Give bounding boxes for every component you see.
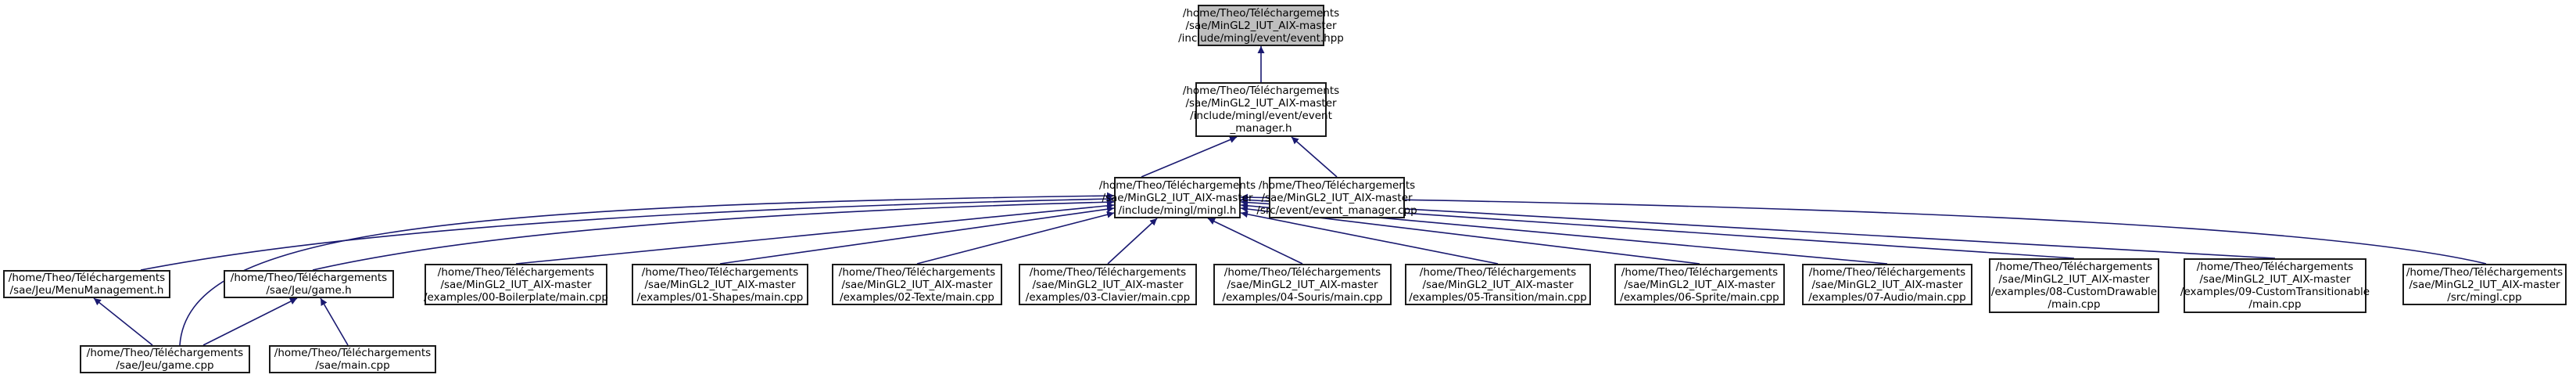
node-src-mingl[interactable]: /home/Theo/Téléchargements/sae/MinGL2_IU… — [2402, 264, 2567, 305]
edge-mingl-h-to-event-manager-h — [1141, 136, 1238, 178]
node-label-line: /home/Theo/Téléchargements — [1621, 265, 1779, 279]
node-ex02[interactable]: /home/Theo/Téléchargements/sae/MinGL2_IU… — [832, 264, 1002, 305]
edge-ex09-to-mingl-h — [1240, 196, 2276, 259]
node-ex08[interactable]: /home/Theo/Téléchargements/sae/MinGL2_IU… — [1989, 258, 2159, 313]
edge-menu-mgmt-h-to-mingl-h — [140, 195, 1115, 271]
node-label-line: /sae/main.cpp — [315, 359, 390, 372]
node-ex05[interactable]: /home/Theo/Téléchargements/sae/MinGL2_IU… — [1405, 264, 1591, 305]
node-ex00[interactable]: /home/Theo/Téléchargements/sae/MinGL2_IU… — [424, 264, 609, 305]
node-label-line: /include/mingl/mingl.h — [1118, 204, 1237, 217]
edge-game-h-to-mingl-h — [312, 198, 1115, 271]
node-main-cpp[interactable]: /home/Theo/Téléchargements/sae/main.cpp — [269, 345, 436, 373]
node-label-line: /sae/MinGL2_IUT_AIX-master — [2199, 273, 2351, 286]
node-mingl-h[interactable]: /home/Theo/Téléchargements/sae/MinGL2_IU… — [1099, 177, 1256, 218]
node-label-line: /home/Theo/Téléchargements — [1182, 85, 1340, 97]
node-label-line: /home/Theo/Téléchargements — [1995, 261, 2153, 273]
node-label-line: /sae/MinGL2_IUT_AIX-master — [1811, 278, 1963, 291]
node-game-cpp[interactable]: /home/Theo/Téléchargements/sae/Jeu/game.… — [80, 345, 250, 373]
node-label-line: /sae/MinGL2_IUT_AIX-master — [1185, 97, 1337, 110]
node-label-line: /home/Theo/Téléchargements — [230, 272, 388, 284]
node-label-line: /home/Theo/Téléchargements — [838, 265, 996, 279]
edge-game-cpp-to-game-h — [202, 297, 298, 346]
edge-ex05-to-mingl-h — [1240, 211, 1499, 265]
node-label-line: /home/Theo/Téléchargements — [641, 265, 799, 279]
node-label-line: /src/mingl.cpp — [2447, 290, 2522, 304]
node-label-line: /sae/MinGL2_IUT_AIX-master — [1261, 191, 1413, 204]
node-event-manager-h[interactable]: /home/Theo/Téléchargements/sae/MinGL2_IU… — [1183, 82, 1339, 137]
node-label-line: /examples/04-Souris/main.cpp — [1222, 290, 1383, 304]
node-label-line: _manager.h — [1230, 122, 1292, 135]
edge-src-mingl-to-mingl-h — [1240, 193, 2487, 265]
edge-ex00-to-mingl-h — [515, 202, 1115, 265]
node-label-line: /sae/MinGL2_IUT_AIX-master — [841, 278, 993, 291]
node-label-line: /sae/Jeu/MenuManagement.h — [9, 284, 164, 297]
node-label-line: /include/mingl/event/event.hpp — [1178, 31, 1344, 45]
node-menu-mgmt-h[interactable]: /home/Theo/Téléchargements/sae/Jeu/MenuM… — [3, 270, 170, 298]
node-label-line: /home/Theo/Téléchargements — [1808, 265, 1966, 279]
node-label-line: /home/Theo/Téléchargements — [1098, 178, 1256, 192]
node-label-line: /home/Theo/Téléchargements — [1258, 178, 1416, 192]
node-label-line: /sae/MinGL2_IUT_AIX-master — [1185, 19, 1337, 32]
node-label-line: /examples/02-Texte/main.cpp — [840, 290, 994, 304]
node-label-line: /sae/MinGL2_IUT_AIX-master — [1102, 191, 1253, 204]
node-label-line: /main.cpp — [2048, 298, 2101, 311]
node-label-line: /main.cpp — [2248, 298, 2302, 311]
edge-ex02-to-mingl-h — [916, 211, 1115, 265]
node-label-line: /sae/MinGL2_IUT_AIX-master — [1998, 273, 2150, 286]
node-label-line: /home/Theo/Téléchargements — [1182, 6, 1340, 20]
node-label-line: /sae/MinGL2_IUT_AIX-master — [1422, 278, 1574, 291]
node-label-line: /home/Theo/Téléchargements — [274, 347, 432, 359]
edge-ex01-to-mingl-h — [719, 205, 1115, 265]
node-label-line: /home/Theo/Téléchargements — [437, 265, 595, 279]
node-label-line: /sae/MinGL2_IUT_AIX-master — [1624, 278, 1775, 291]
edge-main-cpp-to-game-h — [320, 297, 349, 346]
node-label-line: /sae/MinGL2_IUT_AIX-master — [1227, 278, 1378, 291]
node-label-line: /home/Theo/Téléchargements — [1029, 265, 1187, 279]
node-label-line: /home/Theo/Téléchargements — [1224, 265, 1381, 279]
node-label-line: /sae/Jeu/game.cpp — [116, 359, 214, 372]
node-label-line: /examples/03-Clavier/main.cpp — [1025, 290, 1191, 304]
node-label-line: /examples/01-Shapes/main.cpp — [636, 290, 804, 304]
node-label-line: /examples/09-CustomTransitionable — [2180, 286, 2370, 298]
edge-ex04-to-mingl-h — [1207, 218, 1303, 265]
edge-ex03-to-mingl-h — [1107, 218, 1158, 265]
node-label-line: /sae/MinGL2_IUT_AIX-master — [1032, 278, 1184, 291]
node-ex04[interactable]: /home/Theo/Téléchargements/sae/MinGL2_IU… — [1213, 264, 1392, 305]
node-label-line: /examples/07-Audio/main.cpp — [1808, 290, 1966, 304]
node-label-line: /src/event/event_manager.cpp — [1256, 204, 1417, 217]
node-ex06[interactable]: /home/Theo/Téléchargements/sae/MinGL2_IU… — [1614, 264, 1785, 305]
node-label-line: /examples/00-Boilerplate/main.cpp — [424, 290, 609, 304]
node-label-line: /examples/05-Transition/main.cpp — [1409, 290, 1587, 304]
edge-game-cpp-to-menu-mgmt-h — [93, 297, 153, 346]
node-label-line: /home/Theo/Téléchargements — [2406, 265, 2563, 279]
node-event-manager-cpp[interactable]: /home/Theo/Téléchargements/sae/MinGL2_IU… — [1256, 177, 1417, 218]
node-label-line: /include/mingl/event/event — [1190, 110, 1332, 122]
node-ex09[interactable]: /home/Theo/Téléchargements/sae/MinGL2_IU… — [2180, 258, 2370, 313]
node-label-line: /sae/MinGL2_IUT_AIX-master — [2409, 278, 2560, 291]
node-label-line: /examples/06-Sprite/main.cpp — [1620, 290, 1779, 304]
node-label-line: /sae/Jeu/game.h — [266, 284, 352, 297]
node-label-line: /sae/MinGL2_IUT_AIX-master — [440, 278, 592, 291]
node-label-line: /home/Theo/Téléchargements — [8, 272, 166, 284]
node-label-line: /home/Theo/Téléchargements — [2196, 261, 2354, 273]
edge-event-manager-cpp-to-event-manager-h — [1291, 136, 1338, 178]
node-label-line: /examples/08-CustomDrawable — [1990, 286, 2158, 298]
node-ex01[interactable]: /home/Theo/Téléchargements/sae/MinGL2_IU… — [632, 264, 808, 305]
node-ex07[interactable]: /home/Theo/Téléchargements/sae/MinGL2_IU… — [1802, 264, 1972, 305]
edge-game-cpp-to-mingl-h — [179, 192, 1115, 346]
node-root[interactable]: /home/Theo/Téléchargements/sae/MinGL2_IU… — [1178, 5, 1344, 46]
node-game-h[interactable]: /home/Theo/Téléchargements/sae/Jeu/game.… — [224, 270, 394, 298]
node-label-line: /sae/MinGL2_IUT_AIX-master — [644, 278, 796, 291]
node-label-line: /home/Theo/Téléchargements — [1419, 265, 1577, 279]
node-ex03[interactable]: /home/Theo/Téléchargements/sae/MinGL2_IU… — [1019, 264, 1197, 305]
node-label-line: /home/Theo/Téléchargements — [86, 347, 244, 359]
